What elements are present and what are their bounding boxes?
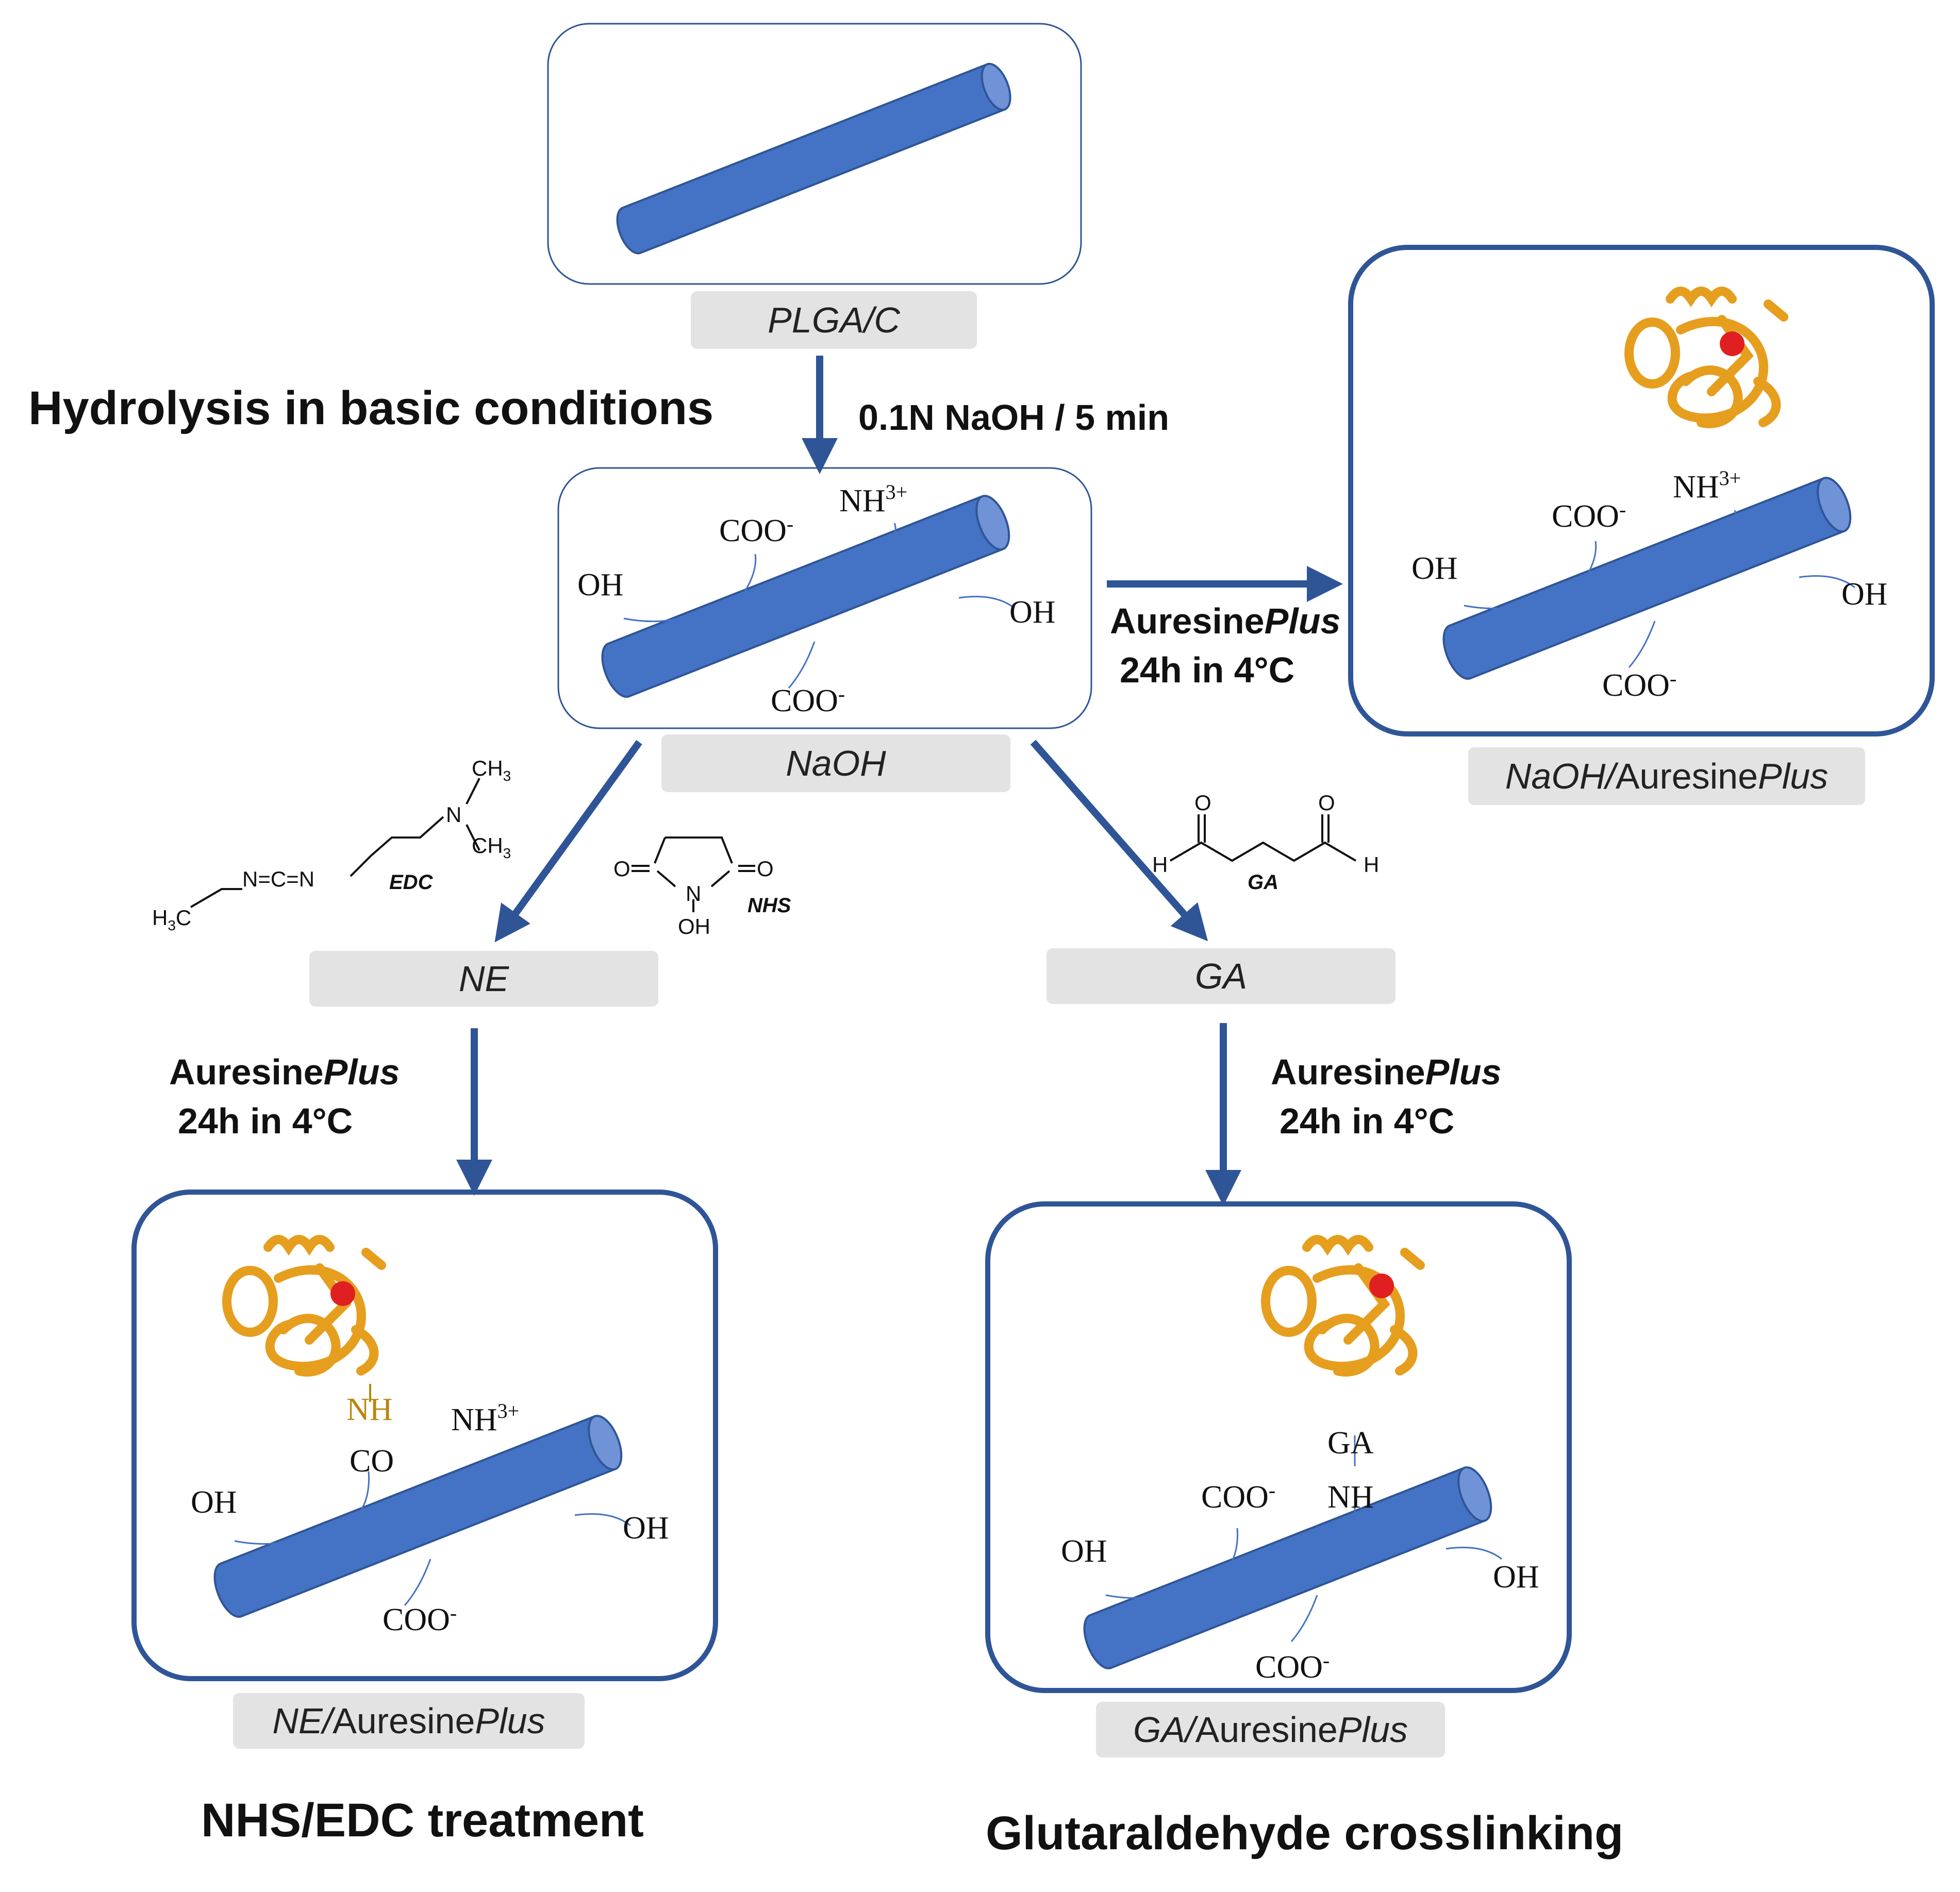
heading-hydrolysis: Hydrolysis in basic conditions: [28, 382, 714, 434]
svg-text:CH3: CH3: [472, 756, 511, 784]
co-link-label: CO: [350, 1444, 394, 1479]
svg-text:NHS: NHS: [748, 894, 791, 917]
coo-label: COO-: [719, 512, 793, 548]
coo-label: COO-: [1255, 1649, 1330, 1685]
ne-aur-fiber: [213, 1415, 623, 1618]
svg-text:N: N: [686, 881, 701, 906]
oh-label: OH: [191, 1485, 237, 1520]
label-ne: NE: [309, 951, 658, 1007]
protein-icon-ne: [222, 1235, 386, 1377]
arrow-naoh-to-ne: [494, 740, 642, 943]
oh-label: OH: [1061, 1534, 1107, 1569]
label-plga: PLGA/C: [691, 291, 977, 349]
heading-glutaraldehyde: Glutaraldehyde crosslinking: [986, 1807, 1624, 1860]
naoh-fiber: [601, 495, 1010, 698]
svg-text:O: O: [1194, 791, 1211, 815]
agent-label-ga: AuresinePlus: [1271, 1052, 1502, 1092]
edc-structure: H3C N=C=N N CH3 CH3 EDC: [152, 756, 511, 933]
nh-link-label: NH: [1327, 1480, 1374, 1515]
nh-link-label: NH: [346, 1392, 393, 1427]
nh3-label: NH3+: [451, 1399, 519, 1437]
oh-label: OH: [1841, 577, 1888, 612]
svg-text:OH: OH: [678, 914, 710, 939]
label-naoh: NaOH: [661, 734, 1010, 792]
incubation-ne: 24h in 4°C: [178, 1101, 353, 1141]
svg-text:EDC: EDC: [389, 871, 434, 894]
heading-nhs-edc: NHS/EDC treatment: [201, 1794, 644, 1847]
incubation-right: 24h in 4°C: [1120, 650, 1295, 690]
group-connectors: [234, 510, 1855, 1642]
svg-text:H3C: H3C: [152, 906, 191, 933]
ga-link-label: GA: [1327, 1426, 1374, 1461]
protein-icon-ga: [1261, 1235, 1425, 1377]
svg-text:O: O: [613, 857, 630, 881]
agent-label-ne: AuresinePlus: [169, 1052, 400, 1092]
svg-text:CH3: CH3: [472, 833, 511, 861]
protein-icon-naoh: [1624, 287, 1788, 428]
arrow-naoh-to-ga: [1030, 740, 1208, 942]
label-ga: GA: [1047, 948, 1396, 1004]
oh-label: OH: [623, 1511, 669, 1546]
incubation-ga: 24h in 4°C: [1280, 1101, 1455, 1141]
coo-label: COO-: [771, 682, 845, 718]
oh-label: OH: [1009, 595, 1056, 630]
coo-label: COO-: [383, 1601, 457, 1637]
svg-text:O: O: [757, 857, 774, 881]
agent-label-right: AuresinePlus: [1110, 601, 1341, 641]
ga-structure: O O H H GA: [1152, 791, 1379, 894]
coo-label: COO-: [1201, 1479, 1275, 1515]
svg-text:N: N: [446, 802, 461, 827]
plga-fiber: [616, 62, 1011, 255]
svg-text:N=C=N: N=C=N: [242, 867, 314, 891]
oh-label: OH: [1411, 551, 1458, 586]
ga-aur-fiber: [1083, 1466, 1492, 1670]
svg-text:GA: GA: [1248, 871, 1278, 894]
naoh-condition: 0.1N NaOH / 5 min: [858, 397, 1169, 438]
oh-label: OH: [577, 567, 624, 602]
coo-label: COO-: [1602, 667, 1676, 703]
naoh-aur-fiber: [1442, 477, 1852, 680]
nh3-label: NH3+: [1673, 466, 1741, 505]
ga-aur-box: [985, 1201, 1572, 1693]
nh3-label: NH3+: [839, 480, 907, 518]
nhs-structure: O O N OH NHS: [613, 836, 791, 939]
svg-text:H: H: [1364, 852, 1379, 877]
coo-label: COO-: [1552, 498, 1626, 534]
svg-text:H: H: [1152, 852, 1168, 877]
oh-label: OH: [1493, 1560, 1539, 1595]
svg-text:O: O: [1318, 791, 1335, 815]
